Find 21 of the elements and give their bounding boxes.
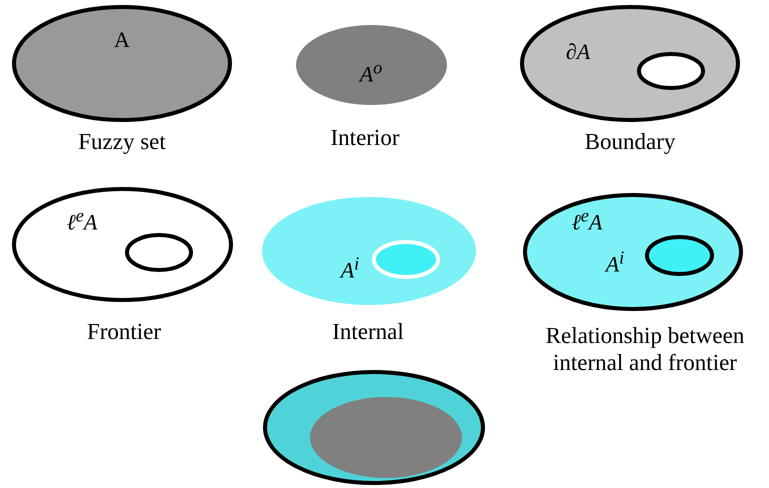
set-symbol: A$^{o}$ [360,58,382,86]
set-ellipse [520,5,740,122]
set-symbol: A [114,29,130,51]
caption-text: Boundary [584,128,676,155]
set-symbol: ℓ$^{e}$A [66,206,98,234]
set-ellipse [12,5,232,122]
caption-text: Interior [330,124,400,151]
caption-text: Fuzzy set [78,128,166,155]
set-ellipse [523,193,743,311]
caption-text: Frontier [86,318,162,345]
set-ellipse [262,197,476,305]
set-symbol: ∂A [566,41,590,63]
set-symbol: ℓ$^{e}$A [572,206,602,234]
set-symbol: A$^{i}$ [340,254,360,282]
caption-text: Internal [332,318,404,345]
caption-text: Relationship between internal and frontier [544,322,746,376]
set-ellipse [263,370,485,485]
inner-ellipse [310,397,462,478]
set-ellipse [12,187,233,302]
set-ellipse [296,25,447,105]
set-symbol: A$^{i}$ [606,248,624,276]
